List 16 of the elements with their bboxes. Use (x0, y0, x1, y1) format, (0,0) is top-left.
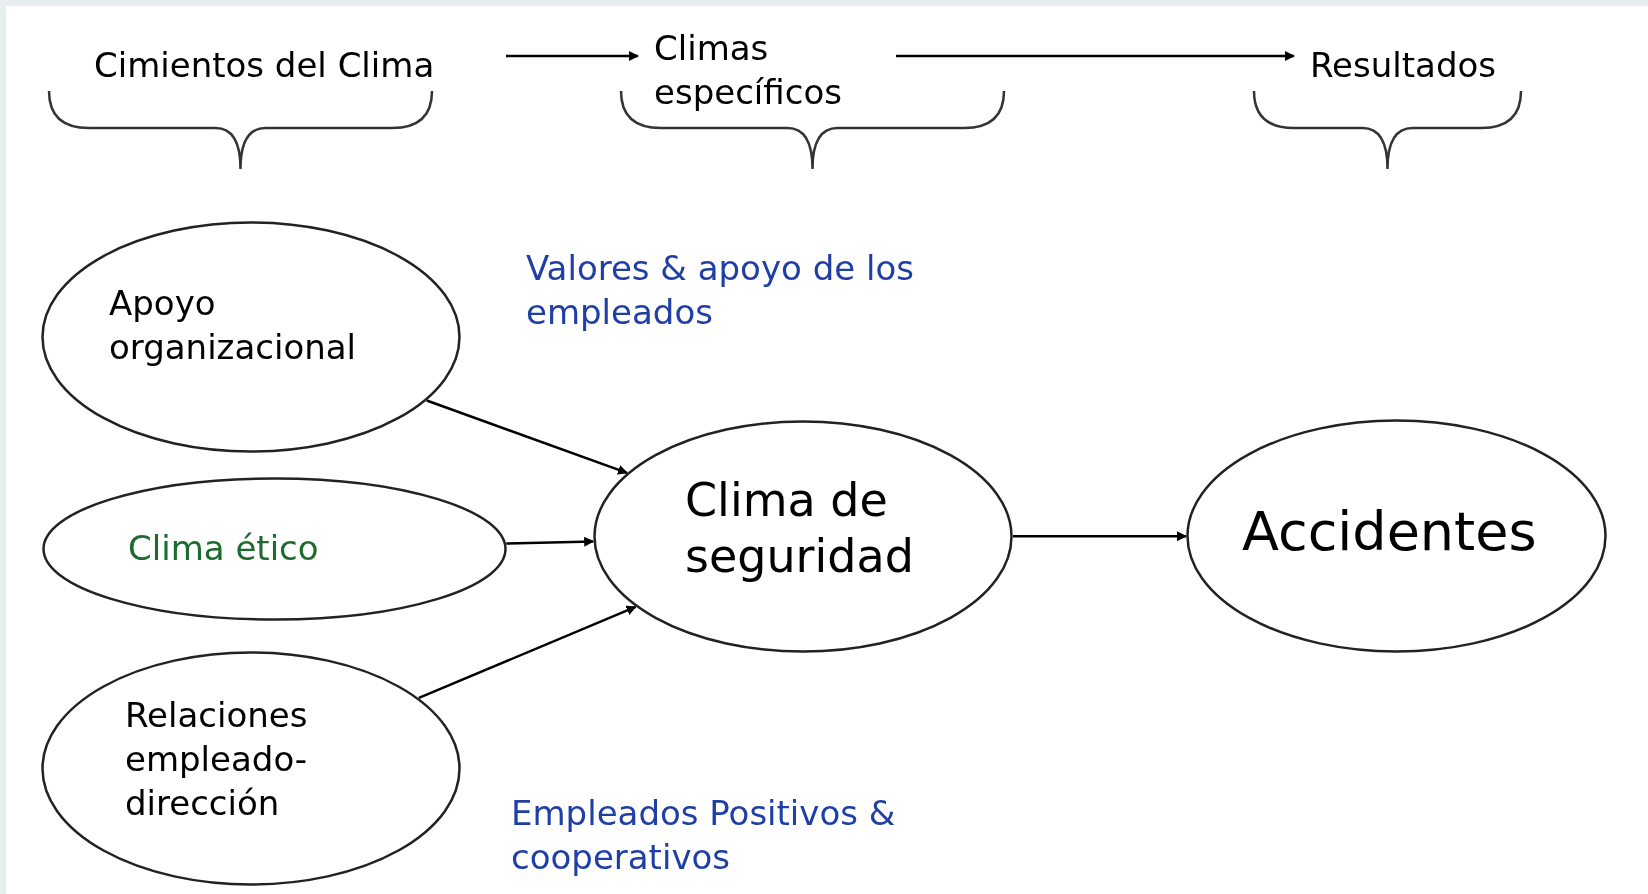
node-label: Apoyo organizacional (109, 282, 358, 369)
arrow (418, 605, 637, 700)
node-label: Clima de seguridad (685, 472, 915, 584)
stage-heading: Resultados (1310, 44, 1497, 87)
node-label: Accidentes (1242, 499, 1538, 565)
arrow (506, 536, 595, 547)
node-label: Clima ético (128, 527, 320, 570)
arrow (506, 51, 639, 61)
annotation-text: Empleados Positivos & cooperativos (511, 792, 897, 879)
arrow (1013, 531, 1187, 542)
annotation-text: Valores & apoyo de los empleados (526, 247, 915, 334)
node-label: Relaciones empleado-dirección (125, 694, 309, 825)
arrow (426, 399, 628, 475)
stage-heading: Cimientos del Clima (94, 44, 436, 87)
stage-heading: Climas específicos (654, 27, 843, 114)
arrow (896, 51, 1295, 61)
